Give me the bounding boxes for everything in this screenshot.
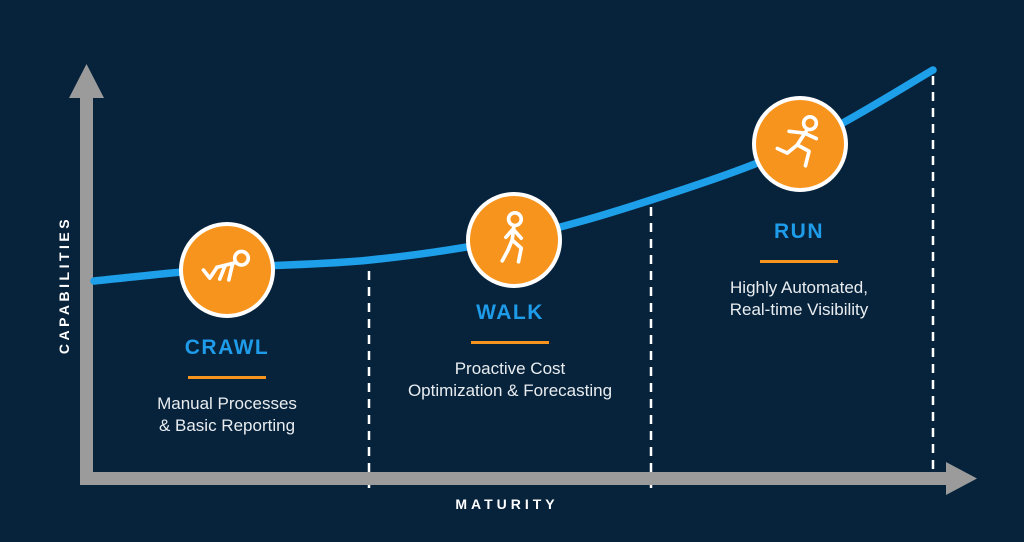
run-description-line-1: Highly Automated, bbox=[730, 278, 868, 297]
crawl-stage-badge bbox=[179, 222, 275, 318]
crawl-stage-underline bbox=[188, 376, 266, 379]
y-axis-label: CAPABILITIES bbox=[56, 215, 72, 355]
x-axis-line bbox=[80, 472, 948, 485]
y-axis-arrowhead-icon bbox=[69, 64, 104, 98]
x-axis-arrowhead-icon bbox=[946, 462, 977, 495]
run-stage-underline bbox=[760, 260, 838, 263]
run-description-line-2: Real-time Visibility bbox=[729, 300, 869, 320]
y-axis-line bbox=[80, 95, 93, 485]
walk-stage-label: WALK bbox=[476, 301, 544, 324]
crawl-stage-label: CRAWL bbox=[184, 336, 270, 359]
walk-description-line-1: Proactive Cost bbox=[454, 359, 566, 378]
walk-stage-text: WALK Proactive Cost Optimization & Forec… bbox=[360, 301, 660, 403]
walk-description-line-2: Optimization & Forecasting bbox=[407, 381, 613, 401]
run-stage-badge bbox=[752, 96, 848, 192]
crawl-stage-text: CRAWL Manual Processes & Basic Reporting bbox=[77, 336, 377, 438]
crawling-person-icon bbox=[201, 249, 251, 282]
x-axis-label: MATURITY bbox=[455, 496, 559, 512]
run-stage-text: RUN Highly Automated, Real-time Visibili… bbox=[649, 220, 949, 322]
run-stage-label: RUN bbox=[774, 220, 824, 243]
walking-person-icon bbox=[500, 211, 524, 264]
running-person-icon bbox=[775, 115, 819, 168]
crawl-description-line-2: & Basic Reporting bbox=[158, 416, 296, 436]
walk-stage-badge bbox=[466, 192, 562, 288]
walk-stage-underline bbox=[471, 341, 549, 344]
crawl-description-line-1: Manual Processes bbox=[157, 394, 297, 413]
